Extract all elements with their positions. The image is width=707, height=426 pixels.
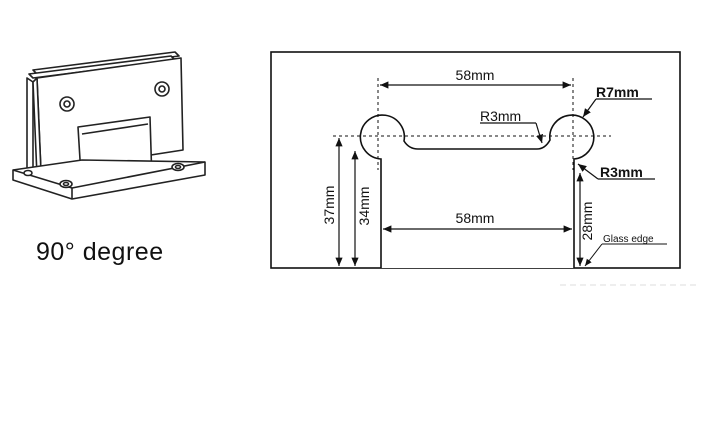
glass-hinge-clamp-icon <box>12 51 206 200</box>
product-caption: 90° degree <box>36 238 164 266</box>
corner-radius-label: R3mm <box>600 164 643 180</box>
hole-spacing-label: 58mm <box>456 67 495 83</box>
glass-edge-note: Glass edge <box>603 234 654 245</box>
depth-34-label: 34mm <box>356 187 372 226</box>
cutout-profile <box>359 114 595 268</box>
depth-28-label: 28mm <box>579 202 595 241</box>
cutout-width-label: 58mm <box>456 210 495 226</box>
depth-37-label: 37mm <box>321 186 337 225</box>
large-radius-label: R7mm <box>596 84 639 100</box>
slot-radius-label: R3mm <box>480 108 521 124</box>
